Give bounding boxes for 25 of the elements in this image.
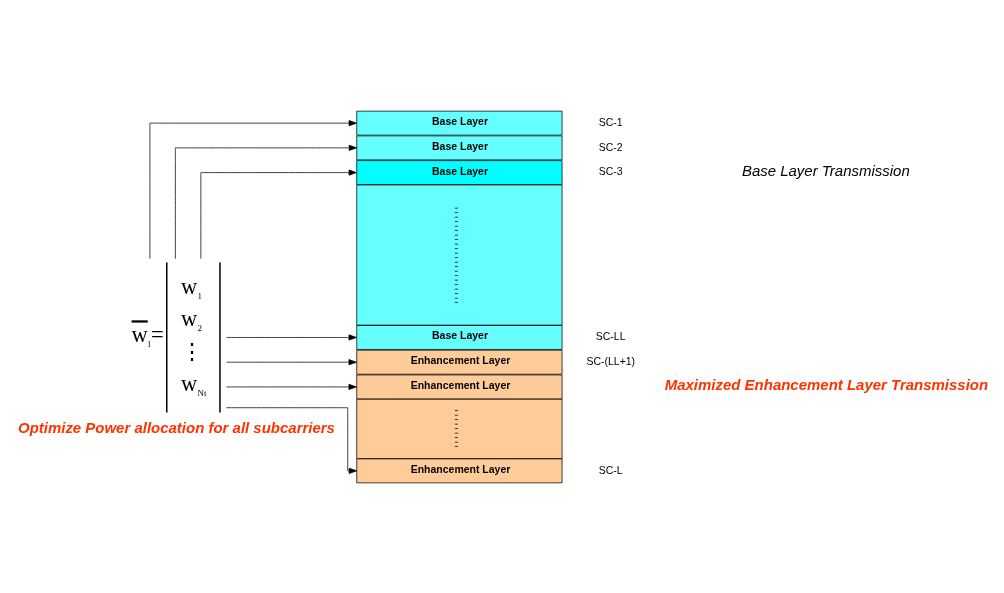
node-box: Base Layer [355,324,562,350]
node-label: SC-1 [598,116,623,128]
arrow [225,358,357,365]
node-label: SC-2 [598,141,623,153]
node-box [355,398,562,459]
arrow [199,169,357,259]
node-label: SC-(LL+1) [585,355,635,367]
node-box: Base Layer [355,159,562,185]
arrow [149,119,357,259]
node-box [355,184,562,325]
label: Optimize Power allocation for all subcarriers [17,418,335,436]
node-label: SC-L [598,464,623,476]
label: Maximized Enhancement Layer Transmission [664,375,988,393]
arrow [174,144,357,259]
node-box: Enhancement Layer [355,374,562,399]
node-label: SC-LL [595,330,626,342]
arrow [225,383,357,390]
node-box: Base Layer [355,110,562,135]
label: Base Layer Transmission [741,161,910,179]
node-box: Enhancement Layer [355,349,562,375]
arrow [225,333,357,340]
node-box: Enhancement Layer [355,458,562,483]
arrow [225,406,357,474]
node-box: Base Layer [355,135,562,160]
node-label: SC-3 [598,165,623,177]
